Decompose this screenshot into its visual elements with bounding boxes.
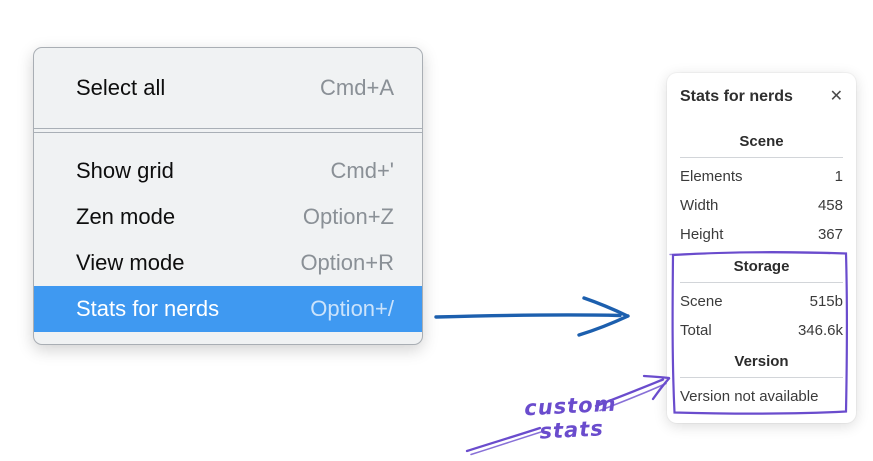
menu-item-label: View mode (76, 250, 185, 275)
menu-item-shortcut: Cmd+' (330, 158, 395, 183)
menu-item-shortcut: Option+R (300, 250, 394, 275)
menu-item-view-mode[interactable]: View mode Option+R (34, 240, 422, 286)
section-divider (680, 282, 843, 283)
section-heading-version: Version (734, 353, 789, 370)
menu-item-zen-mode[interactable]: Zen mode Option+Z (34, 194, 422, 240)
stat-label: Elements (680, 168, 743, 185)
stat-row-scene-storage: Scene 515b (680, 287, 843, 316)
stat-row-elements: Elements 1 (680, 162, 843, 191)
stat-label: Scene (680, 293, 723, 310)
menu-item-label: Zen mode (76, 204, 176, 229)
stat-value: 515b (809, 293, 843, 310)
stat-value: 458 (817, 197, 843, 214)
stat-label: Height (680, 226, 724, 243)
menu-item-stats-for-nerds[interactable]: Stats for nerds Option+/ (34, 286, 422, 332)
stat-row-height: Height 367 (680, 220, 843, 249)
stats-panel-title: Stats for nerds (680, 88, 793, 105)
annotation-text: custom stats (523, 391, 618, 444)
menu-item-shortcut: Option+Z (302, 204, 394, 229)
section-heading-storage: Storage (733, 258, 790, 275)
stat-row-total-storage: Total 346.6k (680, 316, 843, 345)
menu-item-shortcut: Cmd+A (320, 75, 394, 100)
stats-panel: Stats for nerds ✕ Scene Elements 1 Width… (667, 73, 856, 423)
section-heading-scene: Scene (739, 133, 784, 150)
context-menu: Select all Cmd+A Show grid Cmd+' Zen mod… (33, 47, 423, 345)
stat-value: 367 (817, 226, 843, 243)
menu-divider (34, 128, 422, 133)
section-divider (680, 157, 843, 158)
menu-item-label: Show grid (76, 158, 174, 183)
menu-item-shortcut: Option+/ (310, 296, 394, 321)
close-icon[interactable]: ✕ (829, 88, 843, 105)
stat-label: Width (680, 197, 719, 214)
version-note: Version not available (680, 388, 819, 405)
stat-value: 346.6k (797, 322, 843, 339)
stats-panel-header: Stats for nerds ✕ (680, 85, 843, 109)
menu-group-top: Select all Cmd+A (34, 48, 422, 128)
menu-item-label: Stats for nerds (76, 296, 220, 321)
stat-row-width: Width 458 (680, 191, 843, 220)
menu-item-select-all[interactable]: Select all Cmd+A (34, 65, 422, 111)
stat-value: 1 (834, 168, 843, 185)
menu-item-label: Select all (76, 75, 166, 100)
stat-label: Total (680, 322, 712, 339)
menu-group-bottom: Show grid Cmd+' Zen mode Option+Z View m… (34, 133, 422, 344)
menu-item-show-grid[interactable]: Show grid Cmd+' (34, 148, 422, 194)
section-divider (680, 377, 843, 378)
flow-arrow (434, 296, 630, 337)
